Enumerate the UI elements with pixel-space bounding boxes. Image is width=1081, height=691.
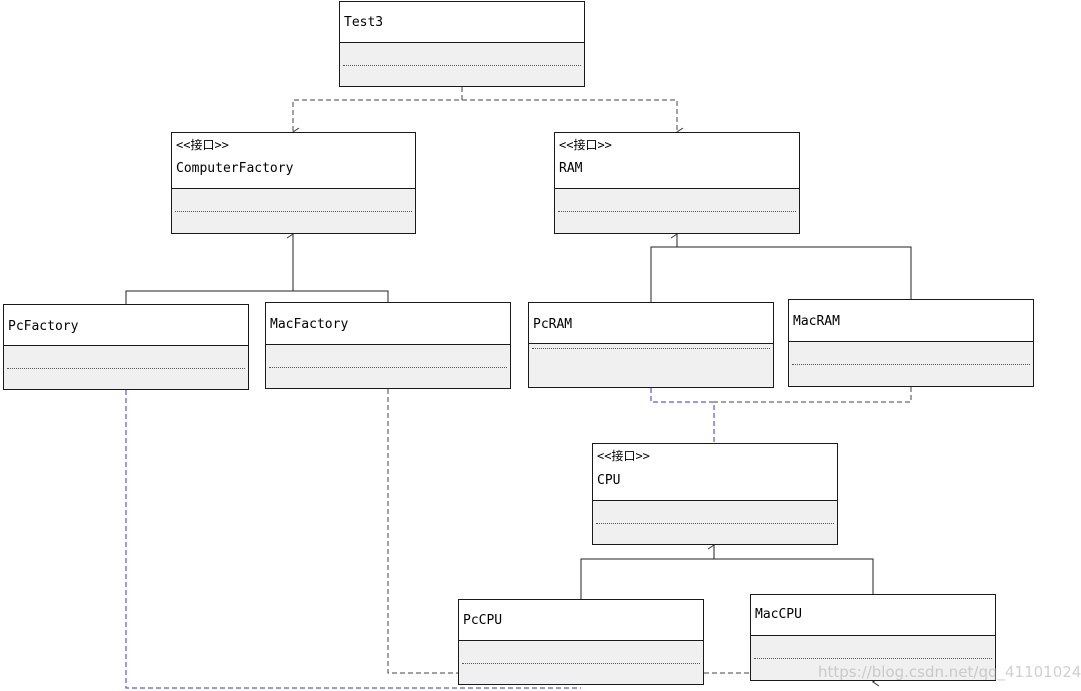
- gen-factories-computerfactory: [125, 234, 389, 304]
- dep-macram-cpu: [714, 387, 912, 403]
- class-cpu[interactable]: <<接口>> CPU: [592, 443, 838, 545]
- class-name: MacCPU: [755, 607, 802, 622]
- attribute-compartment: [266, 344, 510, 388]
- attribute-compartment: [340, 42, 584, 86]
- class-macfactory[interactable]: MacFactory: [265, 302, 511, 389]
- class-test3[interactable]: Test3: [339, 1, 585, 87]
- stereotype-label: <<接口>>: [597, 449, 650, 463]
- attribute-compartment: [529, 343, 773, 387]
- class-name: PcFactory: [8, 319, 79, 334]
- attribute-compartment: [4, 345, 248, 389]
- gen-cpus-cpu: [580, 545, 874, 599]
- watermark-text: https://blog.csdn.net/qq_41101024: [818, 663, 1081, 681]
- attribute-compartment: [751, 635, 995, 680]
- class-maccpu[interactable]: MacCPU: [750, 594, 996, 681]
- dep-test3-ram: [462, 99, 684, 137]
- class-pcfactory[interactable]: PcFactory: [3, 304, 249, 390]
- class-pcram[interactable]: PcRAM: [528, 302, 774, 388]
- class-name: PcCPU: [463, 613, 503, 628]
- class-name: MacFactory: [270, 317, 349, 332]
- class-name: CPU: [597, 473, 621, 488]
- class-ram[interactable]: <<接口>> RAM: [554, 132, 800, 234]
- attribute-compartment: [593, 500, 837, 544]
- class-name: ComputerFactory: [176, 161, 294, 176]
- class-name: PcRAM: [533, 317, 573, 332]
- gen-rams-ram: [650, 234, 912, 302]
- attribute-compartment: [555, 188, 799, 233]
- dep-test3-computerfactory: [292, 87, 463, 137]
- class-name: RAM: [559, 161, 583, 176]
- class-computerfactory[interactable]: <<接口>> ComputerFactory: [171, 132, 416, 234]
- dep-pcram-cpu: [650, 388, 715, 443]
- attribute-compartment: [459, 640, 703, 684]
- class-pccpu[interactable]: PcCPU: [458, 599, 704, 685]
- class-name: MacRAM: [793, 314, 840, 329]
- stereotype-label: <<接口>>: [559, 138, 612, 152]
- attribute-compartment: [172, 188, 415, 233]
- class-macram[interactable]: MacRAM: [788, 299, 1034, 387]
- attribute-compartment: [789, 341, 1033, 386]
- class-name: Test3: [344, 15, 384, 30]
- stereotype-label: <<接口>>: [176, 138, 229, 152]
